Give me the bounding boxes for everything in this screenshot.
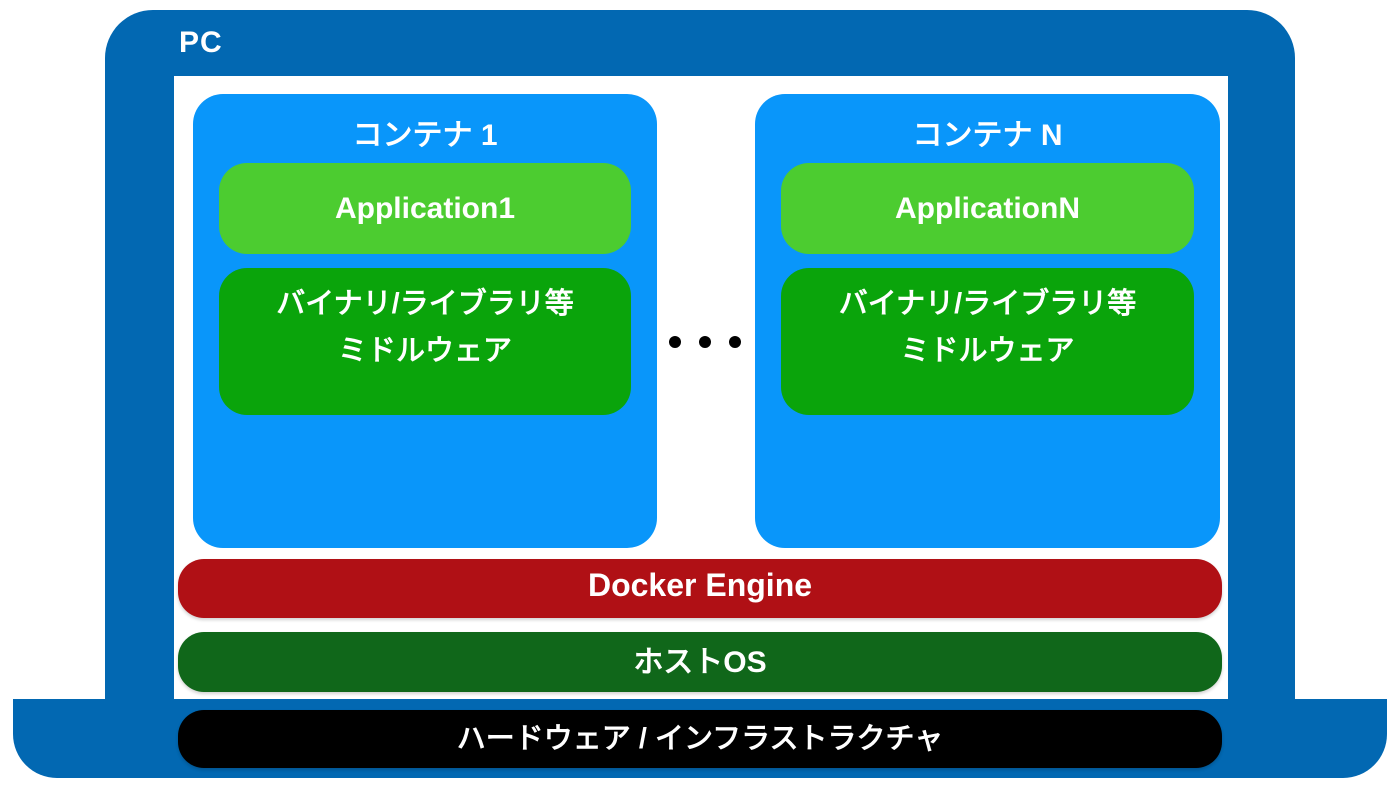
hardware-infrastructure-layer: ハードウェア / インフラストラクチャ	[178, 710, 1222, 768]
container-1-application-label: Application1	[334, 191, 515, 225]
ellipsis-dot	[729, 336, 741, 348]
ellipsis-icon	[669, 336, 741, 348]
container-n-box: コンテナ N ApplicationN バイナリ/ライブラリ等 ミドルウェア	[755, 94, 1220, 548]
container-n-title: コンテナ N	[912, 119, 1063, 152]
container-n-middleware-line1: バイナリ/ライブラリ等	[838, 288, 1137, 320]
container-1-box: コンテナ 1 Application1 バイナリ/ライブラリ等 ミドルウェア	[193, 94, 657, 548]
container-n-middleware-line2: ミドルウェア	[900, 335, 1075, 367]
hardware-infrastructure-label: ハードウェア / インフラストラクチャ	[456, 723, 944, 755]
ellipsis-dot	[669, 336, 681, 348]
docker-engine-label: Docker Engine	[587, 567, 813, 603]
ellipsis-dot	[699, 336, 711, 348]
container-1-application-box: Application1	[219, 163, 631, 254]
host-os-layer: ホストOS	[178, 632, 1222, 692]
container-1-title: コンテナ 1	[352, 119, 498, 152]
container-n-application-label: ApplicationN	[895, 191, 1080, 225]
container-n-application-box: ApplicationN	[781, 163, 1194, 254]
container-1-middleware-box: バイナリ/ライブラリ等 ミドルウェア	[219, 268, 631, 415]
pc-label: PC	[179, 26, 223, 59]
docker-engine-layer: Docker Engine	[178, 559, 1222, 618]
container-n-middleware-box: バイナリ/ライブラリ等 ミドルウェア	[781, 268, 1194, 415]
container-1-middleware-line2: ミドルウェア	[337, 335, 512, 367]
container-1-middleware-line1: バイナリ/ライブラリ等	[276, 288, 574, 320]
host-os-label: ホストOS	[633, 646, 767, 679]
